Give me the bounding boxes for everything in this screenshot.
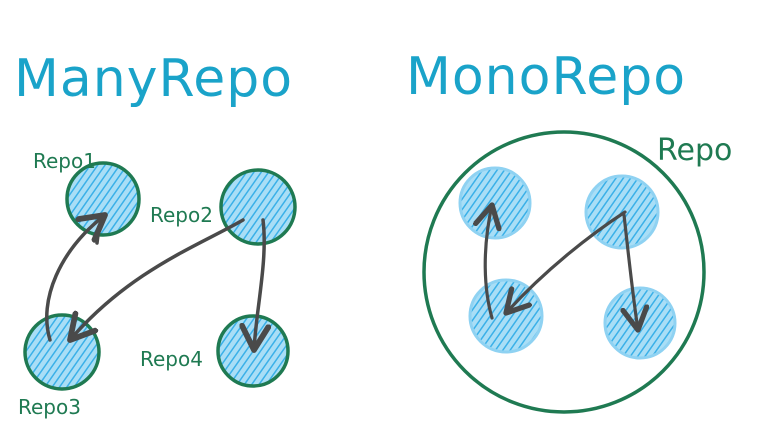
arrow-repo2-to-repo3 (70, 218, 245, 340)
inner-repo-bottom-right (603, 286, 677, 360)
repo4-label: Repo4 (140, 347, 203, 371)
arrow-tr-to-bl (506, 210, 627, 313)
repo3-label: Repo3 (18, 395, 81, 419)
arrow-tr-to-br (624, 213, 638, 330)
repo1-label: Repo1 (33, 149, 96, 173)
monorepo-title: MonoRepo (406, 47, 686, 107)
repo3-node (23, 313, 101, 391)
monorepo-container (422, 130, 706, 414)
arrow-bl-to-tl (485, 205, 492, 320)
repo1-node (65, 161, 141, 237)
manyrepo-title: ManyRepo (14, 49, 293, 109)
monorepo-container-label: Repo (657, 133, 732, 168)
arrow-tail-repo1 (95, 233, 100, 245)
repo2-node (219, 168, 297, 246)
inner-repo-top-left (458, 166, 532, 240)
arrow-repo3-to-repo1 (45, 215, 105, 342)
repo2-label: Repo2 (150, 203, 213, 227)
arrow-repo2-to-repo4 (254, 218, 264, 350)
inner-repo-top-right (584, 174, 660, 250)
inner-repo-bottom-left (468, 278, 544, 354)
